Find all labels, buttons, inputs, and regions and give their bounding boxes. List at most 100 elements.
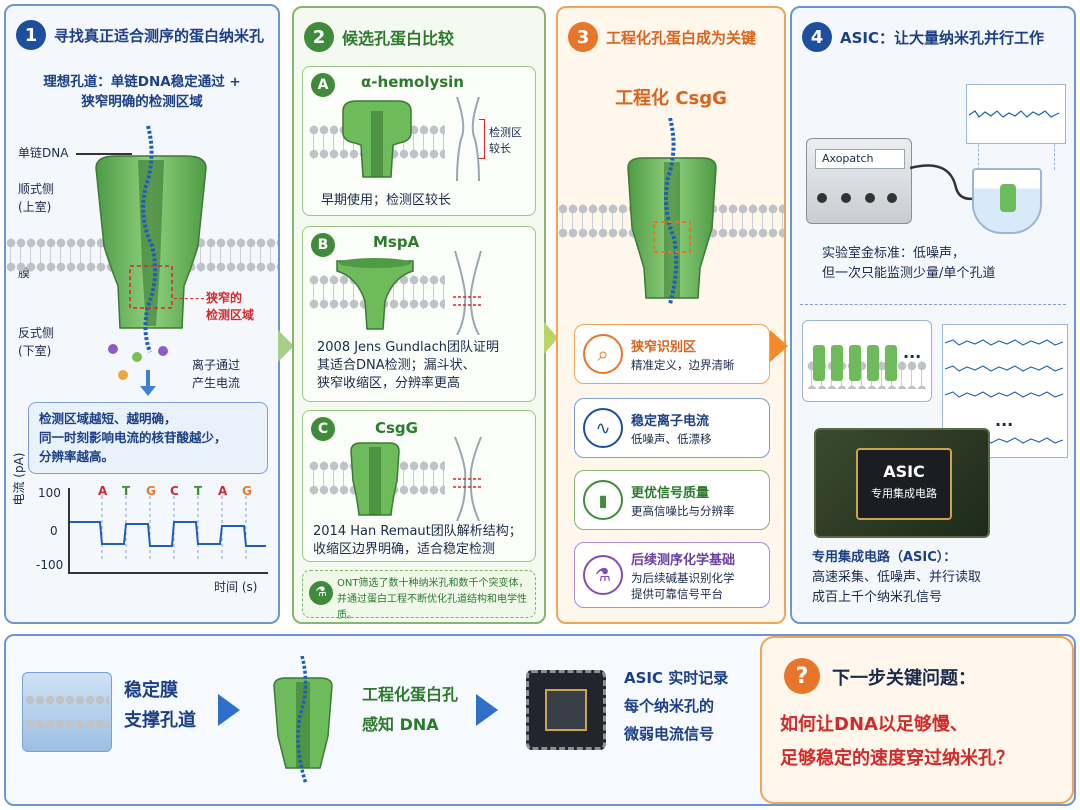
array-ellipsis: ... bbox=[903, 343, 922, 362]
note-line-1: 检测区域越短、越明确， bbox=[39, 411, 177, 426]
feature-1-title: 狭窄识别区 bbox=[631, 339, 697, 355]
x-axis bbox=[68, 572, 268, 574]
zoom-line bbox=[978, 144, 979, 170]
pore-array-window: ... bbox=[802, 320, 932, 402]
mspa-protein bbox=[336, 258, 414, 330]
time-axis-label: 时间 (s) bbox=[214, 580, 258, 594]
label-cis-1: 顺式侧 bbox=[18, 182, 55, 196]
current-trace bbox=[70, 496, 266, 562]
feature-4-desc-2: 提供可靠信号平台 bbox=[631, 586, 723, 601]
ion-flow-arrow bbox=[146, 370, 150, 388]
membrane-block-icon bbox=[22, 672, 112, 752]
csgg-protein bbox=[350, 442, 400, 516]
axopatch-device: Axopatch bbox=[806, 138, 912, 224]
step-asic-text: ASIC 实时记录 每个纳米孔的 微弱电流信号 bbox=[624, 664, 728, 748]
alpha-hemolysin-protein bbox=[342, 100, 412, 178]
panel-3: 3 工程化孔蛋白成为关键 工程化 CsgG ⌕ 狭窄识别区 精准定义，边界清晰 … bbox=[556, 6, 786, 624]
engineered-csgg-protein bbox=[627, 118, 717, 305]
feature-stable-current: ∿ 稳定离子电流 低噪声、低漂移 bbox=[574, 398, 770, 458]
pore-illustration bbox=[95, 125, 207, 353]
label-region-1: 狭窄的 bbox=[206, 291, 243, 305]
label-region-2: 检测区域 bbox=[206, 308, 255, 322]
cable bbox=[910, 164, 979, 201]
candidate-a-desc: 早期使用；检测区较长 bbox=[321, 193, 452, 208]
single-trace bbox=[968, 110, 1060, 118]
device-knob bbox=[887, 193, 897, 203]
panel-2: 2 候选孔蛋白比较 A α-hemolysin 检测区 较长 早期使用；检测区较… bbox=[292, 6, 546, 624]
device-knob bbox=[841, 193, 851, 203]
region-pointer bbox=[174, 298, 204, 299]
base-label: A bbox=[98, 484, 108, 498]
c-desc-line-2: 收缩区边界明确，适合稳定检测 bbox=[313, 542, 496, 557]
feature-narrow-region: ⌕ 狭窄识别区 精准定义，边界清晰 bbox=[574, 324, 770, 384]
step2-line-1: 工程化蛋白孔 bbox=[362, 685, 459, 704]
magnifier-icon: ⌕ bbox=[583, 334, 623, 374]
asic-chip-title: ASIC bbox=[883, 462, 925, 481]
question-body: 如何让DNA以足够慢、 足够稳定的速度穿过纳米孔？ bbox=[780, 708, 1014, 776]
tick-0: 0 bbox=[50, 524, 58, 538]
lab-line-1: 实验室金标准：低噪声， bbox=[822, 246, 966, 261]
summary-arrow-1 bbox=[218, 694, 240, 726]
feature-chemistry-base: ⚗ 后续测序化学基础 为后续碱基识别化学 提供可靠信号平台 bbox=[574, 542, 770, 608]
step3-line-2: 每个纳米孔的 bbox=[624, 697, 715, 715]
candidate-b-card: B MspA 2008 Jens Gundlach团队证明 其适合DNA检测；漏… bbox=[302, 226, 536, 402]
feature-4-title: 后续测序化学基础 bbox=[631, 552, 736, 568]
device-knob bbox=[817, 193, 827, 203]
label-ion-1: 离子通过 bbox=[192, 358, 241, 372]
question-title: 下一步关键问题： bbox=[832, 668, 976, 689]
asic-board: ASIC 专用集成电路 bbox=[814, 428, 990, 538]
label-ion-current: 离子通过 产生电流 bbox=[192, 356, 240, 392]
note-line-3: 分辨率越高。 bbox=[39, 449, 115, 464]
question-line-1: 如何让DNA以足够慢、 bbox=[780, 714, 968, 735]
step2-line-2: 感知 DNA bbox=[362, 715, 439, 734]
panel-4-header: 4 ASIC：让大量纳米孔并行工作 bbox=[802, 22, 1044, 52]
label-ion-2: 产生电流 bbox=[192, 376, 241, 390]
panel-3-title: 工程化孔蛋白成为关键 bbox=[606, 28, 757, 47]
y-axis bbox=[68, 488, 70, 574]
step-pore-text: 工程化蛋白孔 感知 DNA bbox=[362, 680, 458, 740]
array-pore bbox=[831, 345, 843, 381]
ont-line-1: ONT筛选了数十种纳米孔和数千个突变体， bbox=[337, 578, 529, 589]
lab-standard-caption: 实验室金标准：低噪声， 但一次只能监测少量/单个孔道 bbox=[822, 244, 995, 284]
step3-line-3: 微弱电流信号 bbox=[624, 725, 715, 743]
question-line-2: 足够稳定的速度穿过纳米孔？ bbox=[780, 748, 1014, 769]
step1-line-1: 稳定膜 bbox=[124, 680, 178, 701]
c-desc-line-1: 2014 Han Remaut团队解析结构； bbox=[313, 524, 522, 539]
resolution-note: 检测区域越短、越明确， 同一时刻影响电流的核苷酸越少， 分辨率越高。 bbox=[28, 402, 268, 474]
region-bracket-a bbox=[479, 119, 485, 159]
array-pore bbox=[849, 345, 861, 381]
next-question-card: ? 下一步关键问题： 如何让DNA以足够慢、 足够稳定的速度穿过纳米孔？ bbox=[760, 636, 1074, 804]
ideal-line-1: 理想孔道：单链DNA稳定通过 + bbox=[43, 74, 241, 90]
ont-line-2: 并通过蛋白工程不断优化孔道结构和电学性质。 bbox=[337, 594, 527, 621]
base-label: T bbox=[122, 484, 131, 498]
label-ssdna: 单链DNA bbox=[18, 146, 69, 160]
base-label: A bbox=[218, 484, 228, 498]
feature-3-desc: 更高信噪比与分辨率 bbox=[631, 503, 735, 518]
feature-4-text: 后续测序化学基础 为后续碱基识别化学 提供可靠信号平台 bbox=[631, 549, 735, 602]
step-4-badge: 4 bbox=[802, 22, 832, 52]
step-1-badge: 1 bbox=[16, 20, 46, 50]
feature-3-text: 更优信号质量 更高信噪比与分辨率 bbox=[631, 482, 735, 519]
feature-3-title: 更优信号质量 bbox=[631, 485, 710, 501]
b-desc-line-3: 狭窄收缩区，分辨率更高 bbox=[317, 376, 461, 391]
panel-1-title: 寻找真正适合测序的蛋白纳米孔 bbox=[54, 26, 265, 45]
panel-1: 1 寻找真正适合测序的蛋白纳米孔 理想孔道：单链DNA稳定通过 + 狭窄明确的检… bbox=[4, 4, 280, 624]
step-2-badge: 2 bbox=[304, 22, 334, 52]
bottom-pore-icon bbox=[273, 656, 333, 785]
axopatch-label: Axopatch bbox=[815, 149, 905, 169]
ion-dot bbox=[132, 352, 142, 362]
divider bbox=[800, 304, 1066, 305]
feature-1-desc: 精准定义，边界清晰 bbox=[631, 357, 735, 372]
b-desc-line-1: 2008 Jens Gundlach团队证明 bbox=[317, 340, 499, 355]
tick-100: 100 bbox=[38, 486, 61, 500]
ion-dot bbox=[158, 346, 168, 356]
candidate-a-name: α-hemolysin bbox=[361, 73, 464, 91]
label-cis-2: (上室) bbox=[18, 200, 52, 214]
panel-1-header: 1 寻找真正适合测序的蛋白纳米孔 bbox=[16, 20, 264, 50]
label-trans-1: 反式侧 bbox=[18, 326, 55, 340]
waveform-icon: ∿ bbox=[583, 408, 623, 448]
candidate-a-card: A α-hemolysin 检测区 较长 早期使用；检测区较长 bbox=[302, 66, 536, 216]
panel-4: 4 ASIC：让大量纳米孔并行工作 Axopatch 实验室金标准：低噪声， 但… bbox=[790, 6, 1076, 624]
current-axis-label: 电流 (pA) bbox=[12, 452, 26, 506]
label-cis: 顺式侧 (上室) bbox=[18, 180, 54, 216]
